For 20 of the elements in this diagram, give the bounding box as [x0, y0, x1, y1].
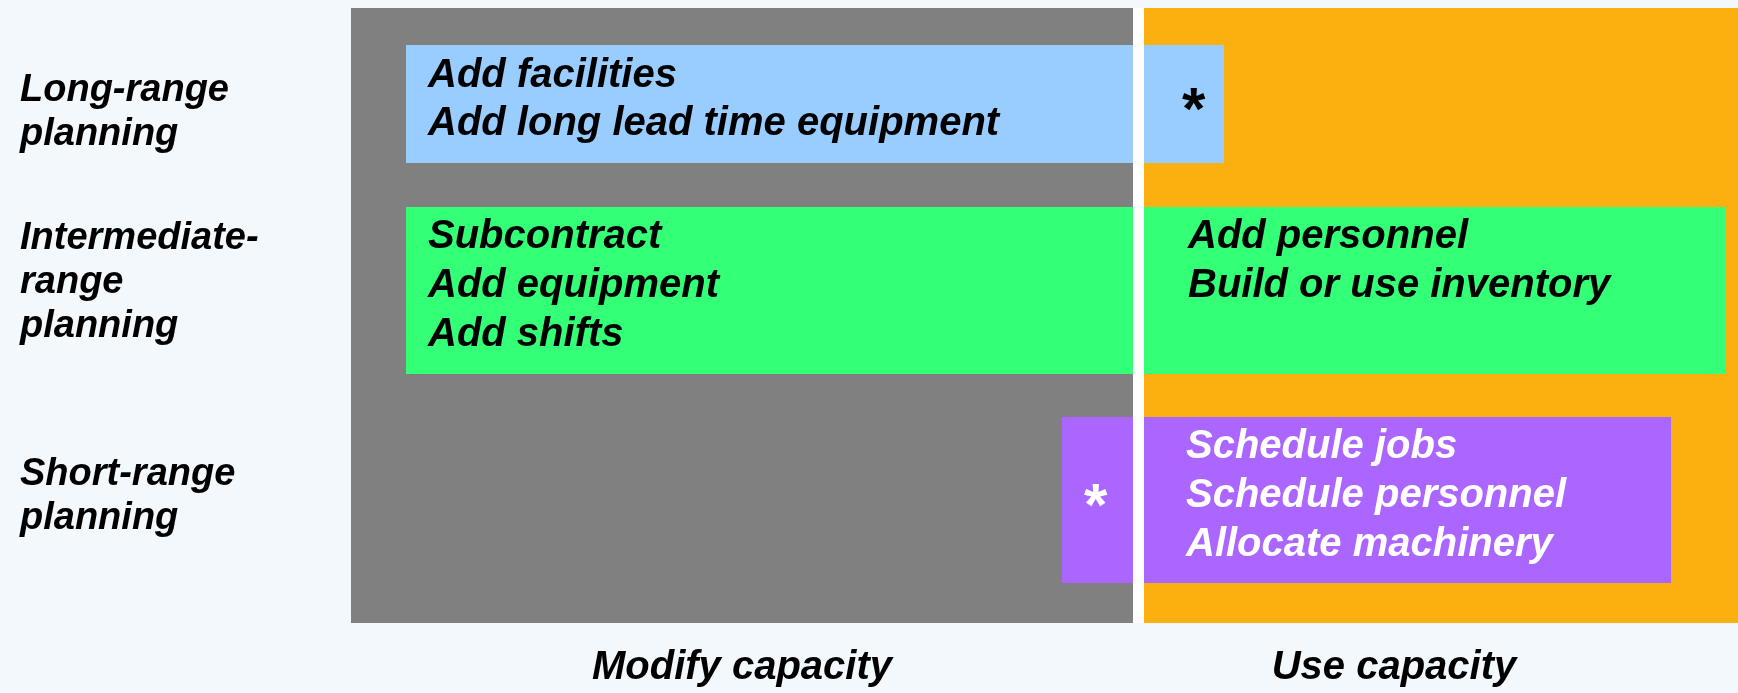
- strategy-text: Add facilities: [428, 50, 677, 97]
- strategy-text: Add equipment: [428, 260, 720, 307]
- strategy-box: [406, 45, 1224, 163]
- strategy-text: Schedule jobs: [1186, 421, 1458, 468]
- strategy-text: Add long lead time equipment: [428, 98, 1000, 145]
- strategy-text: Subcontract: [428, 211, 662, 258]
- row-label: Short-range planning: [20, 450, 237, 538]
- row-label: Intermediate-range planning: [20, 214, 260, 346]
- strategy-text: Allocate machinery: [1186, 519, 1553, 566]
- column-heading: Modify capacity: [590, 642, 895, 689]
- asterisk-mark: *: [1084, 475, 1108, 535]
- strategy-text: Build or use inventory: [1188, 260, 1611, 307]
- strategy-text: Add shifts: [428, 309, 624, 356]
- asterisk-mark: *: [1182, 79, 1206, 139]
- column-heading: Use capacity: [1270, 642, 1519, 689]
- strategy-box: [1062, 417, 1671, 583]
- strategy-text: Schedule personnel: [1186, 470, 1567, 517]
- row-label: Long-range planning: [20, 66, 230, 154]
- strategy-box: [406, 207, 1726, 374]
- strategy-text: Add personnel: [1188, 211, 1469, 258]
